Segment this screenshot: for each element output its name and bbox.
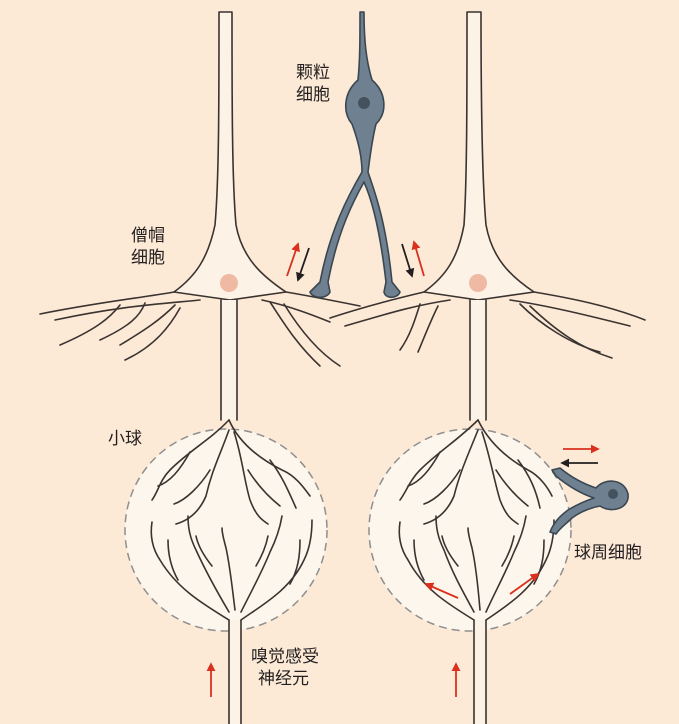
- mitral-label-line-1: 僧帽: [131, 225, 165, 247]
- mitral-label-line-2: 细胞: [131, 247, 165, 269]
- mitral-right-nucleus: [469, 274, 487, 292]
- receptor-neuron-label: 嗅觉感受 神经元: [251, 646, 319, 690]
- granule-label-line-2: 细胞: [296, 84, 330, 106]
- receptor-label-line-1: 嗅觉感受: [251, 646, 319, 668]
- glomerulus-label-text: 小球: [108, 428, 142, 450]
- glomerulus-label: 小球: [108, 428, 142, 450]
- glomerulus-left: [125, 429, 327, 631]
- granule-nucleus: [358, 97, 370, 109]
- granule-label-line-1: 颗粒: [296, 62, 330, 84]
- mitral-left-nucleus: [220, 274, 238, 292]
- periglomerular-cell-label: 球周细胞: [574, 542, 642, 564]
- receptor-label-line-2: 神经元: [251, 668, 319, 690]
- granule-cell-label: 颗粒 细胞: [296, 62, 330, 106]
- periglomerular-nucleus: [608, 489, 618, 499]
- periglomerular-label-text: 球周细胞: [574, 542, 642, 564]
- mitral-cell-label: 僧帽 细胞: [131, 225, 165, 269]
